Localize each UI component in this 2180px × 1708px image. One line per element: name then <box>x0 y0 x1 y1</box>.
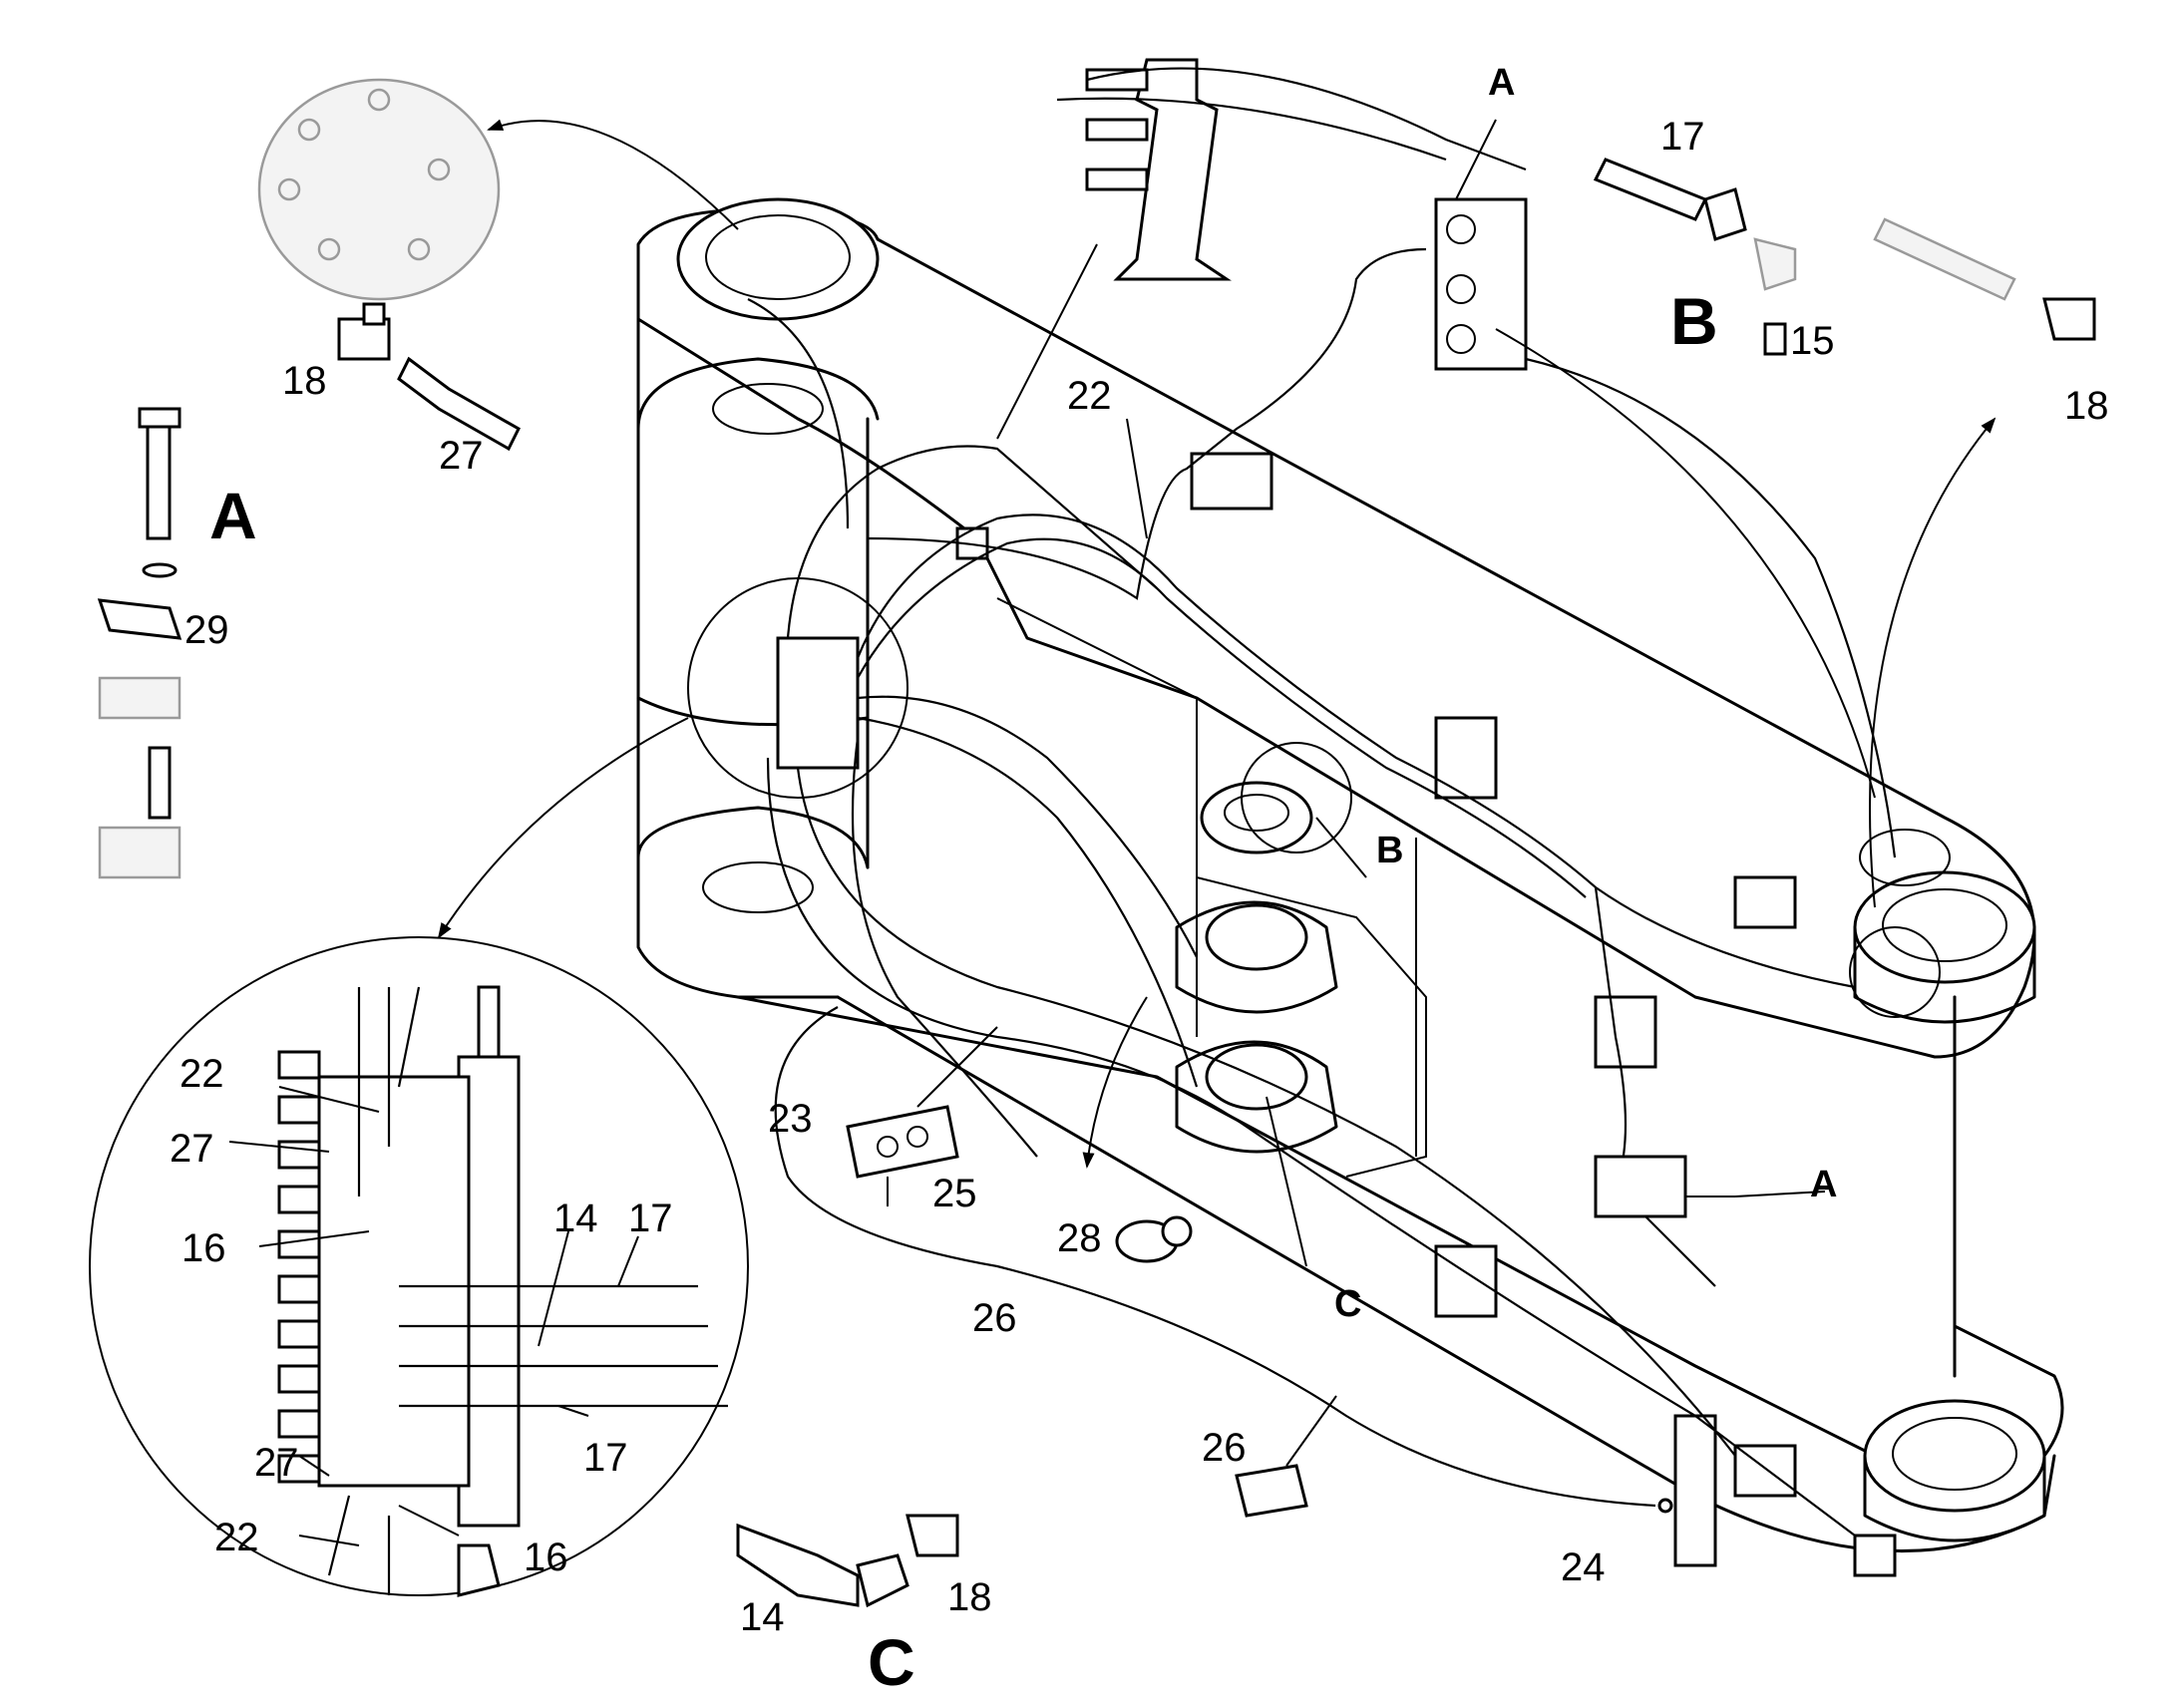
plug-28 <box>1082 996 1193 1263</box>
callout-A-big: A <box>209 479 257 552</box>
label-26-mid: 26 <box>972 1296 1017 1340</box>
label-27-detail: 27 <box>170 1127 214 1171</box>
label-23: 23 <box>768 1097 813 1141</box>
callout-A-top: A <box>1488 62 1515 104</box>
main-frame <box>636 58 2064 1577</box>
detail-circle-manifold <box>89 717 749 1597</box>
label-16-detail-b: 16 <box>524 1536 568 1579</box>
callout-B-frame: B <box>1376 830 1403 871</box>
distribution-block <box>776 636 860 770</box>
callout-A-frame: A <box>1810 1164 1837 1205</box>
fitting-18-27-left <box>337 302 521 452</box>
label-22-detail-b: 22 <box>214 1516 259 1559</box>
cover-plate-detail <box>257 78 739 301</box>
callout-B-big: B <box>1670 284 1718 358</box>
leader-lines <box>228 119 1826 1546</box>
detail-A-stack <box>97 407 182 879</box>
label-25: 25 <box>932 1172 977 1215</box>
section-callouts: A B A B A C C <box>209 62 1837 1699</box>
label-16-detail: 16 <box>182 1226 226 1270</box>
magnified-view <box>89 936 749 1596</box>
middle-boss <box>636 357 880 431</box>
label-14-detail: 14 <box>553 1196 598 1240</box>
clamp-26 <box>1235 1395 1337 1518</box>
callout-C-big: C <box>868 1625 915 1699</box>
label-18-left: 18 <box>282 359 327 403</box>
label-28: 28 <box>1057 1216 1102 1260</box>
top-bracket <box>1113 58 1232 281</box>
callout-C-frame: C <box>1334 1283 1361 1325</box>
frame-lower-plate <box>736 995 2064 1478</box>
lower-boss <box>636 806 870 869</box>
detail-B-parts <box>1495 158 2096 908</box>
label-17-detail-a: 17 <box>628 1196 673 1240</box>
detail-ring-1 <box>687 577 908 799</box>
label-18-C: 18 <box>947 1575 992 1619</box>
label-24: 24 <box>1561 1545 1606 1589</box>
label-17-detail-b: 17 <box>583 1436 628 1480</box>
label-22-detail: 22 <box>180 1052 224 1096</box>
hose-17 <box>1593 158 1708 221</box>
label-18-right: 18 <box>2064 384 2109 428</box>
upper-boss <box>676 197 880 321</box>
label-26-low: 26 <box>1202 1426 1247 1470</box>
detail-C-parts <box>736 1514 959 1608</box>
detail-ring-B <box>1241 742 1352 854</box>
clamp-25 <box>846 1026 998 1206</box>
label-22-top: 22 <box>1067 374 1112 418</box>
valve-block-top <box>1434 197 1528 371</box>
label-17-top: 17 <box>1660 115 1705 159</box>
label-14-C: 14 <box>740 1595 785 1639</box>
label-29: 29 <box>184 608 229 652</box>
label-27-left: 27 <box>439 434 484 478</box>
fitting-A-right <box>1594 1155 1735 1218</box>
label-15: 15 <box>1790 319 1835 363</box>
label-27-detail-b: 27 <box>254 1441 299 1485</box>
part-number-labels: 22 17 15 18 18 27 29 23 25 28 26 26 24 1… <box>170 115 2109 1639</box>
